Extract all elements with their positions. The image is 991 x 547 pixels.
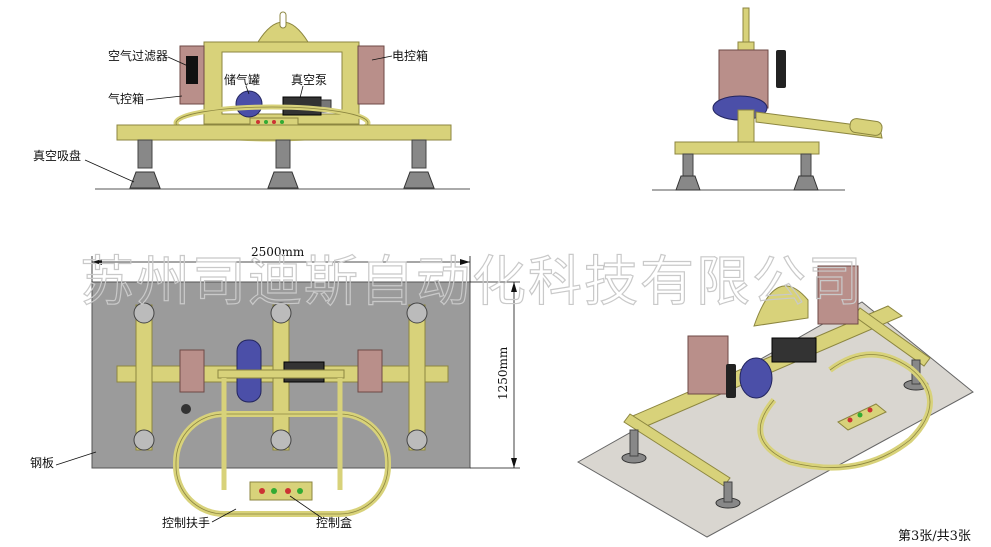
front-filter-body bbox=[186, 56, 198, 84]
label-vacuum-pump: 真空泵 bbox=[291, 73, 327, 87]
front-main-beam bbox=[116, 124, 452, 141]
front-lug-slot bbox=[279, 11, 287, 29]
top-view-labels: 钢板 控制扶手 控制盒 bbox=[30, 451, 352, 530]
top-cross-beam-left bbox=[135, 304, 153, 451]
label-electric-box: 电控箱 bbox=[392, 48, 428, 63]
top-gauge bbox=[181, 404, 191, 414]
side-main-beam bbox=[674, 141, 820, 155]
top-cross-beam-right bbox=[408, 304, 426, 451]
iso-electric-box bbox=[817, 265, 859, 325]
top-control-box bbox=[249, 481, 313, 501]
label-control-handle: 控制扶手 bbox=[162, 515, 210, 530]
iso-lifting-lug bbox=[753, 285, 809, 327]
iso-steel-plate bbox=[576, 301, 974, 538]
side-column bbox=[737, 109, 755, 145]
label-steel-plate: 钢板 bbox=[30, 456, 54, 470]
watermark: 苏州司迪斯自动化科技有限公司 bbox=[80, 250, 864, 313]
side-handle-end bbox=[849, 118, 883, 136]
front-panel-led-2 bbox=[264, 120, 268, 124]
dimension-width: 1250mm bbox=[496, 346, 510, 400]
side-handle-arm bbox=[755, 111, 883, 139]
side-suction-cups bbox=[675, 153, 819, 191]
side-view bbox=[652, 7, 883, 191]
isometric-view bbox=[576, 265, 974, 538]
front-view-labels: 空气过滤器 电控箱 气控箱 储气罐 真空泵 真空吸盘 bbox=[33, 48, 428, 183]
dimension-length: 2500mm bbox=[251, 245, 305, 259]
top-suction-cups bbox=[133, 302, 428, 451]
front-view bbox=[95, 11, 470, 190]
iso-air-filter bbox=[726, 364, 736, 398]
side-mast bbox=[742, 7, 750, 47]
top-gas-box bbox=[179, 349, 205, 393]
top-frame bbox=[217, 369, 345, 379]
iso-gas-box bbox=[687, 335, 729, 395]
front-panel-led-1 bbox=[256, 120, 260, 124]
label-suction-cup: 真空吸盘 bbox=[33, 148, 81, 163]
label-control-box: 控制盒 bbox=[316, 515, 352, 530]
label-gas-box: 气控箱 bbox=[108, 91, 144, 106]
front-panel-led-3 bbox=[272, 120, 276, 124]
iso-reservoir bbox=[739, 357, 773, 399]
front-electric-box bbox=[357, 45, 385, 105]
front-suction-cups bbox=[129, 139, 435, 189]
front-panel-led-4 bbox=[280, 120, 284, 124]
front-reservoir bbox=[235, 90, 263, 118]
iso-control-box bbox=[837, 403, 887, 431]
iso-vacuum-pump bbox=[771, 337, 817, 363]
page-indicator: 第3张/共3张 bbox=[898, 529, 971, 544]
label-reservoir: 储气罐 bbox=[224, 72, 260, 87]
top-view: 2500mm 1250mm bbox=[91, 245, 520, 517]
top-electric-box bbox=[357, 349, 383, 393]
side-air-filter bbox=[776, 50, 786, 88]
label-air-filter: 空气过滤器 bbox=[108, 48, 168, 63]
